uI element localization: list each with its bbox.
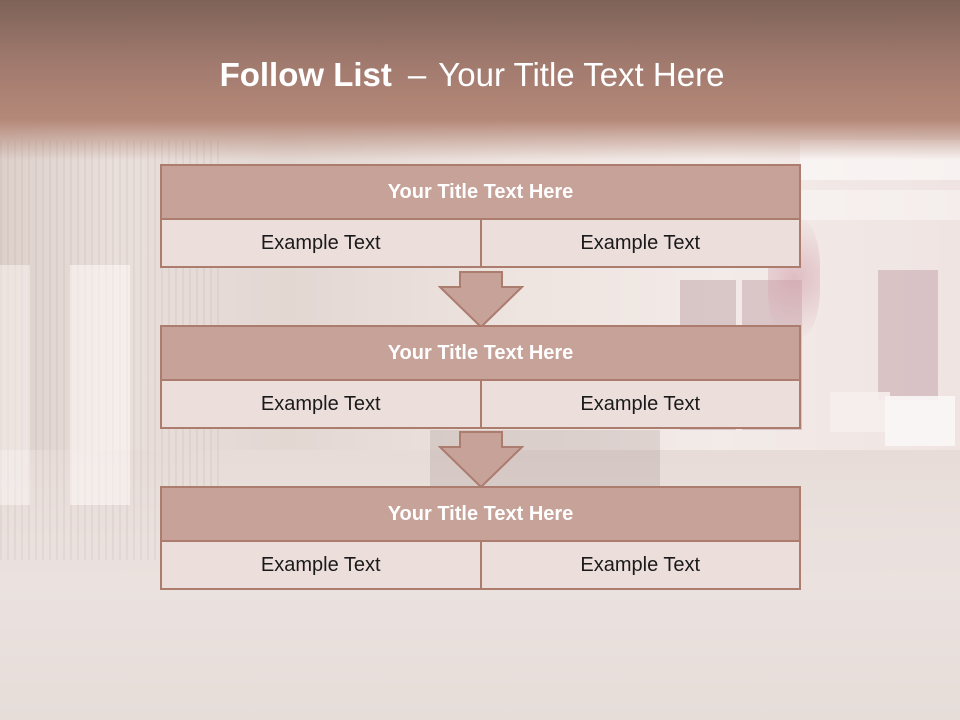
background-chair bbox=[885, 396, 955, 446]
slide-title-dash: – bbox=[407, 56, 427, 93]
list-block: Your Title Text Here Example Text Exampl… bbox=[160, 325, 801, 429]
slide-title-rest: Your Title Text Here bbox=[438, 56, 725, 93]
block-title: Your Title Text Here bbox=[160, 164, 801, 220]
block-cell: Example Text bbox=[479, 218, 801, 268]
down-arrow-icon bbox=[438, 431, 524, 489]
background-panel bbox=[878, 270, 938, 400]
block-cell: Example Text bbox=[160, 379, 482, 429]
background-table bbox=[830, 392, 890, 432]
background-window bbox=[0, 265, 30, 505]
block-row: Example Text Example Text bbox=[160, 379, 801, 429]
background-window bbox=[70, 265, 130, 505]
block-row: Example Text Example Text bbox=[160, 218, 801, 268]
block-row: Example Text Example Text bbox=[160, 540, 801, 590]
block-cell: Example Text bbox=[160, 218, 482, 268]
block-cell: Example Text bbox=[479, 540, 801, 590]
list-block: Your Title Text Here Example Text Exampl… bbox=[160, 486, 801, 590]
slide-title: Follow List–Your Title Text Here bbox=[0, 56, 944, 94]
block-cell: Example Text bbox=[160, 540, 482, 590]
down-arrow-icon bbox=[438, 271, 524, 329]
list-block: Your Title Text Here Example Text Exampl… bbox=[160, 164, 801, 268]
background-ceiling bbox=[800, 190, 960, 220]
block-cell: Example Text bbox=[479, 379, 801, 429]
block-title: Your Title Text Here bbox=[160, 325, 801, 381]
block-title: Your Title Text Here bbox=[160, 486, 801, 542]
title-bar bbox=[0, 0, 960, 160]
slide-title-bold: Follow List bbox=[219, 56, 392, 93]
